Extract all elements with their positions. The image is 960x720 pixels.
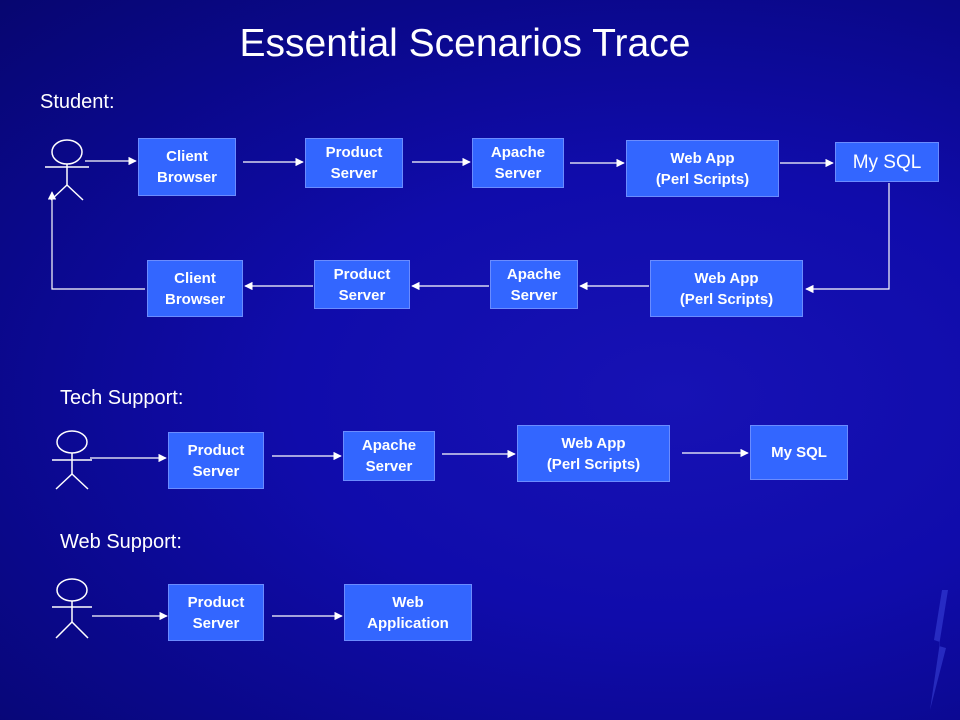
node-tech-mysql: My SQL [750, 425, 848, 480]
node-student-product-server-return: Product Server [314, 260, 410, 309]
page-title: Essential Scenarios Trace [239, 22, 691, 65]
actor-tech-support-icon [52, 430, 92, 490]
node-tech-apache-server: Apache Server [343, 431, 435, 481]
node-student-apache-server-return: Apache Server [490, 260, 578, 309]
section-label-web-support: Web Support: [60, 531, 182, 553]
node-web-application: Web Application [344, 584, 472, 641]
node-student-mysql: My SQL [835, 142, 939, 182]
node-student-apache-server: Apache Server [472, 138, 564, 188]
node-student-product-server: Product Server [305, 138, 403, 188]
node-web-product-server: Product Server [168, 584, 264, 641]
actor-student-icon [45, 139, 89, 201]
node-tech-product-server: Product Server [168, 432, 264, 489]
node-student-web-app-return: Web App (Perl Scripts) [650, 260, 803, 317]
node-student-client-browser: Client Browser [138, 138, 236, 196]
arrow-student-client-to-actor-return [47, 191, 145, 290]
arrow-student-mysql-to-webapp-return [805, 183, 890, 294]
node-tech-web-app: Web App (Perl Scripts) [517, 425, 670, 482]
node-student-web-app: Web App (Perl Scripts) [626, 140, 779, 197]
actor-web-support-icon [52, 578, 92, 639]
node-student-client-browser-return: Client Browser [147, 260, 243, 317]
section-label-student: Student: [40, 91, 115, 113]
section-label-tech-support: Tech Support: [60, 387, 184, 409]
decorative-light-streak [930, 590, 948, 710]
